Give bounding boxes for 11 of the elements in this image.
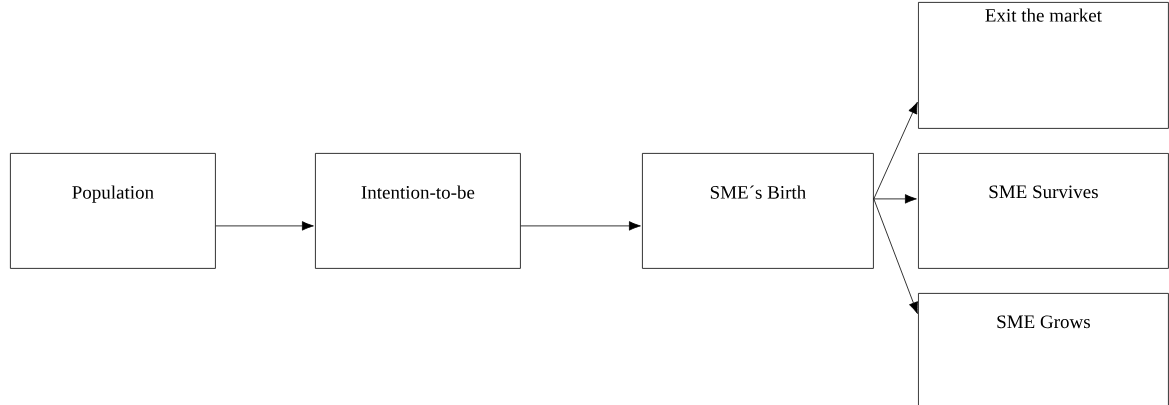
arrow xyxy=(873,101,918,200)
process-box: SME Grows xyxy=(918,293,1169,405)
process-box: SME´s Birth xyxy=(642,153,874,269)
process-box: Intention-to-be xyxy=(315,153,521,269)
arrow xyxy=(520,221,641,231)
arrow xyxy=(873,194,917,204)
process-box: SME Survives xyxy=(918,153,1169,269)
arrow xyxy=(873,198,918,314)
arrow xyxy=(215,221,314,231)
process-box: Population xyxy=(10,153,216,269)
process-box: Exit the market xyxy=(918,2,1169,129)
